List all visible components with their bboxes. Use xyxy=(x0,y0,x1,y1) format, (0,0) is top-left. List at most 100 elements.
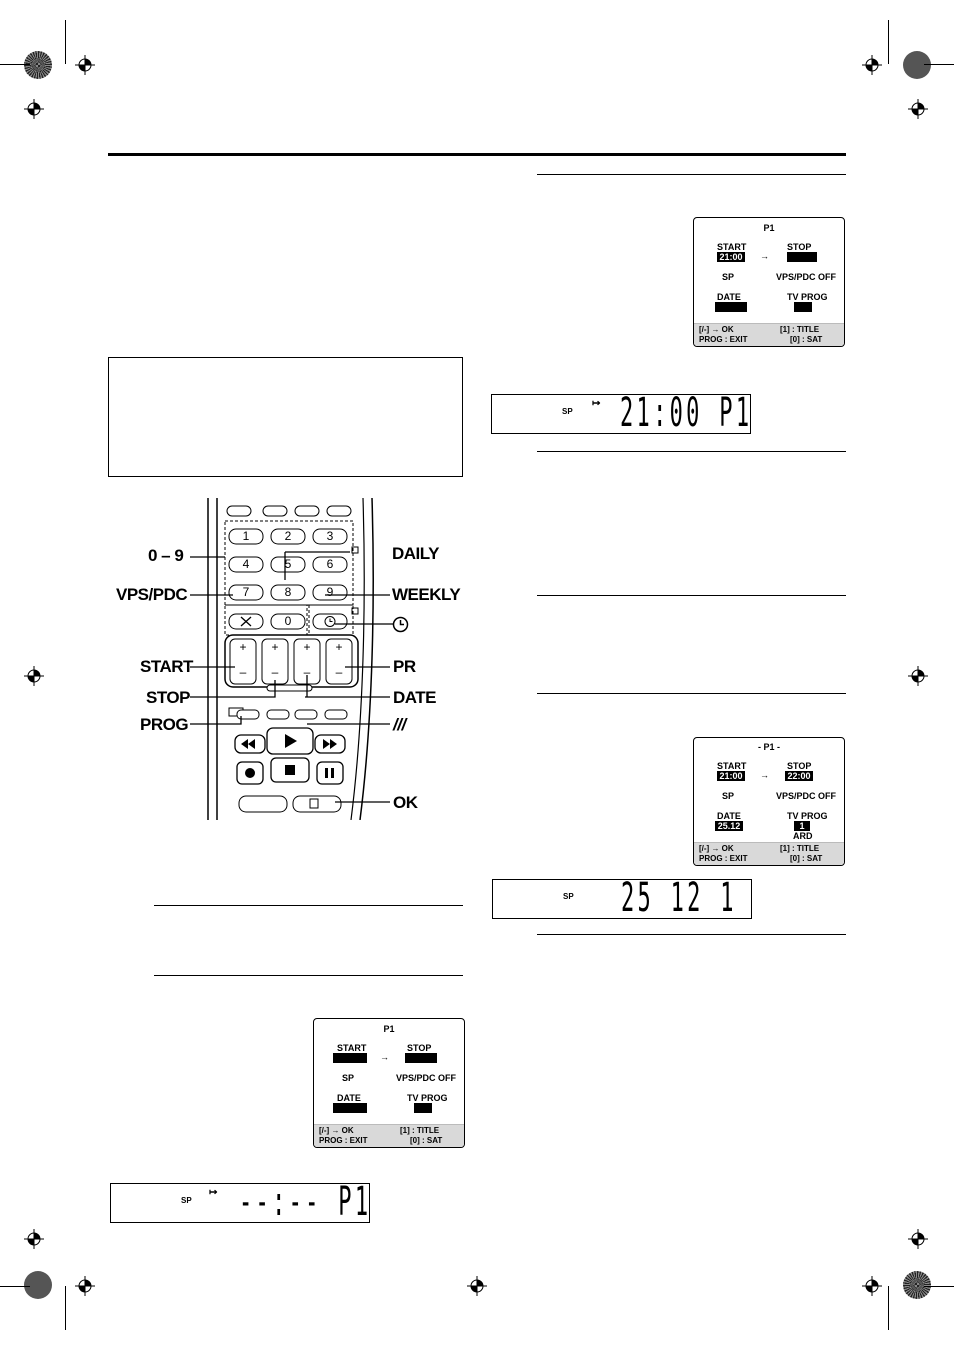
vcr-display-start: SP ↦ 21:00 P1 xyxy=(491,393,751,434)
osd-stop-value xyxy=(405,1053,437,1063)
key-0[interactable]: 0 xyxy=(284,614,292,628)
osd-footer: [/-] → OK PROG : EXIT [1] : TITLE [0] : … xyxy=(694,842,844,865)
osd-footer-right-1: [1] : TITLE xyxy=(400,1126,440,1135)
lcd-digits: --:-- P1 xyxy=(239,1179,372,1225)
key-6[interactable]: 6 xyxy=(326,557,334,571)
trim-line xyxy=(0,64,30,65)
step-rule xyxy=(537,934,846,935)
key-3[interactable]: 3 xyxy=(326,529,334,543)
osd-footer-left-2: PROG : EXIT xyxy=(319,1136,368,1145)
stop-plus[interactable]: + xyxy=(271,640,279,654)
osd-sp: SP xyxy=(722,791,735,801)
label-vps-pdc: VPS/PDC xyxy=(116,585,188,604)
crosshair-icon xyxy=(467,1276,487,1296)
osd-tvprog-value xyxy=(414,1103,432,1113)
osd-footer: [/-] → OK PROG : EXIT [1] : TITLE [0] : … xyxy=(694,323,844,346)
pr-plus[interactable]: + xyxy=(335,640,343,654)
osd-start-value: 21:00 xyxy=(717,771,745,781)
osd-footer-right-2: [0] : SAT xyxy=(410,1136,443,1145)
osd-start-label: START xyxy=(717,242,747,252)
step-rule xyxy=(154,905,463,906)
osd-footer-right-1: [1] : TITLE xyxy=(780,325,820,334)
osd-footer-left-2: PROG : EXIT xyxy=(699,854,748,863)
key-9[interactable]: 9 xyxy=(326,585,334,599)
osd-date-value xyxy=(715,302,747,312)
color-target-icon xyxy=(24,1271,52,1299)
osd-stop-label: STOP xyxy=(787,242,812,252)
crosshair-icon xyxy=(75,1276,95,1296)
trim-line xyxy=(65,1286,66,1330)
color-target-icon xyxy=(903,1271,931,1299)
osd-footer-right-1: [1] : TITLE xyxy=(780,844,820,853)
timer-arrow-icon: ↦ xyxy=(592,398,601,409)
lcd-digits: 25 12 1 xyxy=(621,875,737,921)
osd-screen-empty: P1 START → STOP SP VPS/PDC OFF DATE TV P… xyxy=(313,1018,465,1148)
osd-stop-label: STOP xyxy=(407,1043,432,1053)
osd-footer-left-1: [/-] → OK xyxy=(699,844,734,853)
trim-line xyxy=(924,64,954,65)
start-minus[interactable]: – xyxy=(239,665,247,679)
crosshair-icon xyxy=(908,666,928,686)
key-7[interactable]: 7 xyxy=(242,585,250,599)
step-rule xyxy=(537,693,846,694)
label-pr: PR xyxy=(393,657,416,676)
osd-arrow: → xyxy=(760,770,769,780)
osd-start-value xyxy=(333,1053,367,1063)
crosshair-icon xyxy=(24,99,44,119)
label-ok: OK xyxy=(393,793,418,812)
osd-screen-start: P1 START 21:00 → STOP SP VPS/PDC OFF DAT… xyxy=(693,217,845,347)
crosshair-icon xyxy=(24,666,44,686)
osd-vps: VPS/PDC OFF xyxy=(776,272,837,282)
step-rule xyxy=(537,595,846,596)
trim-line xyxy=(65,20,66,64)
crosshair-icon xyxy=(75,55,95,75)
crosshair-icon xyxy=(908,99,928,119)
osd-stop-value: 22:00 xyxy=(785,771,813,781)
osd-start-label: START xyxy=(717,761,747,771)
label-prog: PROG xyxy=(140,715,189,734)
header-rule xyxy=(108,153,846,156)
pr-minus[interactable]: – xyxy=(335,665,343,679)
osd-date-label: DATE xyxy=(717,811,741,821)
osd-stop-value xyxy=(787,252,817,262)
osd-tvprog-label: TV PROG xyxy=(407,1093,448,1103)
lcd-sp: SP xyxy=(181,1196,192,1205)
crosshair-icon xyxy=(862,1276,882,1296)
osd-date-label: DATE xyxy=(717,292,741,302)
label-weekly: WEEKLY xyxy=(392,585,461,604)
osd-title: - P1 - xyxy=(757,742,780,752)
osd-footer-right-2: [0] : SAT xyxy=(790,335,823,344)
key-5[interactable]: 5 xyxy=(284,557,292,571)
stop-minus[interactable]: – xyxy=(271,665,279,679)
osd-tvprog-value xyxy=(794,302,812,312)
start-plus[interactable]: + xyxy=(239,640,247,654)
label-start: START xyxy=(140,657,193,676)
callout-lines xyxy=(190,551,393,803)
osd-stop-label: STOP xyxy=(787,761,812,771)
key-1[interactable]: 1 xyxy=(242,529,250,543)
label-tv-mode: /// xyxy=(393,715,406,734)
key-8[interactable]: 8 xyxy=(284,585,292,599)
lcd-sp: SP xyxy=(562,407,573,416)
date-plus[interactable]: + xyxy=(303,640,311,654)
osd-arrow: → xyxy=(760,251,769,261)
remote-illustration: 1 2 3 4 5 6 7 8 9 0 + – + – + – + – xyxy=(205,497,375,821)
osd-footer-right-2: [0] : SAT xyxy=(790,854,823,863)
lcd-sp: SP xyxy=(563,892,574,901)
osd-tvprog-label: TV PROG xyxy=(787,811,828,821)
osd-footer-left-1: [/-] → OK xyxy=(699,325,734,334)
trim-line xyxy=(888,1286,889,1330)
osd-footer-left-1: [/-] → OK xyxy=(319,1126,354,1135)
osd-title: P1 xyxy=(763,223,775,233)
osd-arrow: → xyxy=(380,1052,389,1062)
label-daily: DAILY xyxy=(392,544,439,563)
clock-icon xyxy=(392,616,409,633)
key-2[interactable]: 2 xyxy=(284,529,292,543)
date-minus[interactable]: – xyxy=(303,665,311,679)
label-stop: STOP xyxy=(146,688,190,707)
note-box xyxy=(108,357,463,477)
osd-station: ARD xyxy=(793,831,813,841)
osd-date-value: 25.12 xyxy=(715,821,743,831)
key-4[interactable]: 4 xyxy=(242,557,250,571)
timer-arrow-icon: ↦ xyxy=(209,1187,218,1198)
